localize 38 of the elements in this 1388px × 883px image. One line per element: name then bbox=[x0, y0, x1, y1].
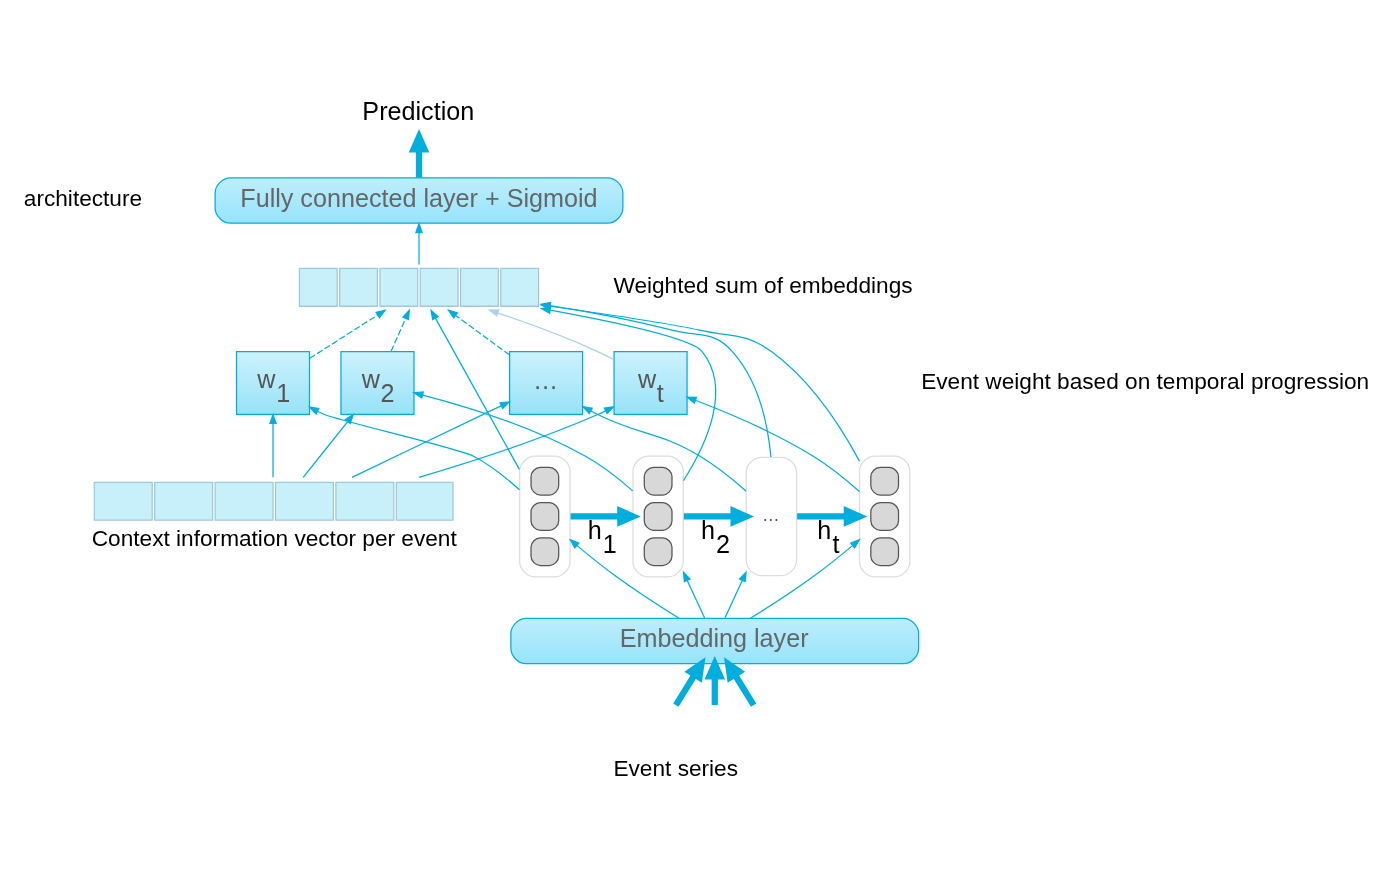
arrow bbox=[415, 221, 423, 265]
arrow bbox=[749, 538, 861, 619]
arrow bbox=[704, 655, 726, 705]
arrow bbox=[412, 390, 634, 491]
arrow bbox=[430, 308, 520, 470]
arrow bbox=[724, 656, 757, 707]
arrow bbox=[487, 308, 615, 360]
arrow bbox=[570, 505, 641, 527]
arrow bbox=[269, 412, 277, 478]
arrow bbox=[446, 308, 510, 355]
arrow bbox=[390, 308, 411, 352]
node-box: … bbox=[509, 350, 584, 415]
node-box bbox=[519, 454, 571, 577]
node-box bbox=[632, 454, 684, 577]
arrow bbox=[568, 538, 680, 619]
arrow bbox=[673, 656, 706, 707]
arrow bbox=[351, 400, 512, 478]
node-label: Context information vector per event bbox=[91, 524, 457, 551]
node-box: Embedding layer bbox=[510, 617, 920, 664]
arrow bbox=[682, 570, 706, 619]
label: architecture bbox=[23, 184, 143, 211]
arrow bbox=[408, 128, 430, 178]
arrow bbox=[302, 412, 355, 478]
node-text: Prediction bbox=[362, 96, 475, 125]
node-label: Weighted sum of embeddings bbox=[613, 271, 913, 298]
arrow bbox=[418, 405, 616, 478]
arrow bbox=[685, 395, 861, 492]
arrow bbox=[683, 505, 755, 527]
arrow bbox=[797, 505, 868, 527]
node-box: Fully connected layer + Sigmoid bbox=[214, 176, 624, 224]
node-box bbox=[858, 454, 911, 577]
label: Event weight based on temporal progression bbox=[921, 367, 1370, 394]
arrow bbox=[307, 405, 521, 490]
arrow bbox=[309, 308, 387, 359]
label: Event series bbox=[613, 754, 739, 781]
arrow bbox=[581, 405, 747, 492]
arrow bbox=[724, 570, 747, 619]
node-box: … bbox=[745, 456, 798, 576]
